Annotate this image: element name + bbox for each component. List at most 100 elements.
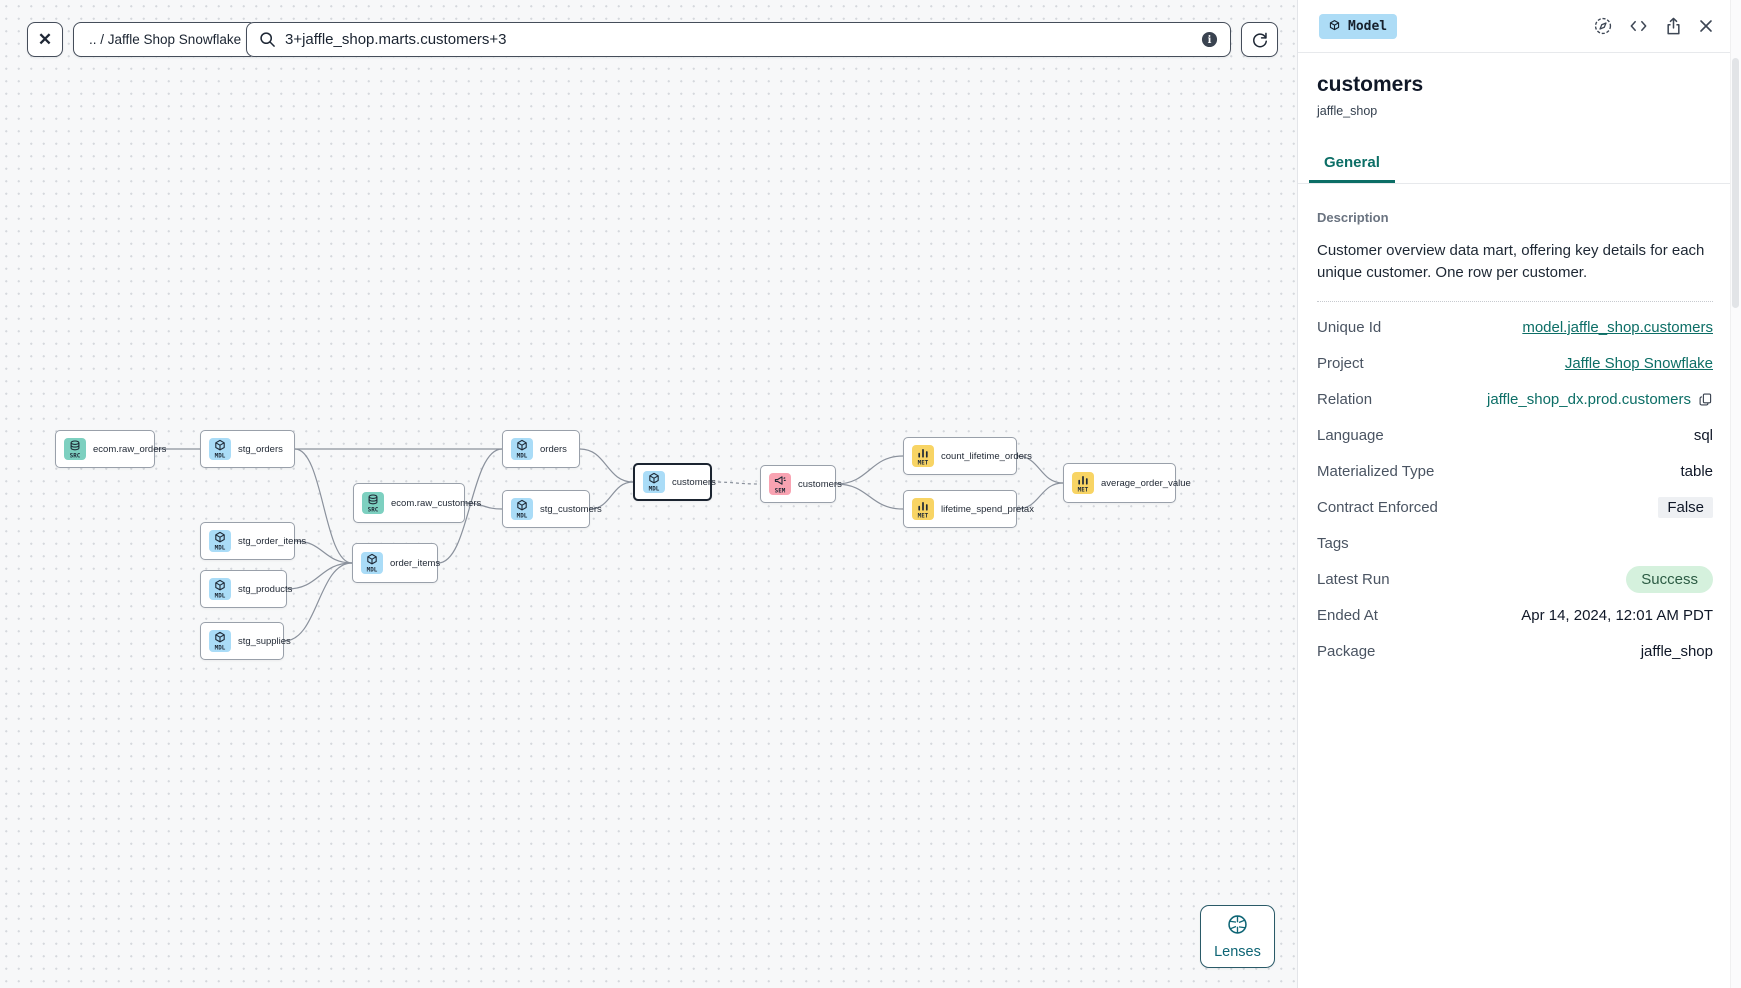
node-count_lifetime_orders[interactable]: MET count_lifetime_orders [903,437,1032,475]
field-label: Relation [1317,391,1373,408]
database-icon: SRC [64,438,86,460]
title-block: customers jaffle_shop [1298,53,1741,118]
lineage-search[interactable]: i [246,22,1231,57]
field-label: Tags [1317,535,1349,552]
node-label: average_order_value [1101,477,1191,489]
node-customers_semantic[interactable]: SEM customers [760,465,842,503]
node-label: customers [672,476,716,488]
field-value[interactable]: model.jaffle_shop.customers [1522,319,1713,336]
edge-customers_model-to-customers_semantic [711,481,761,485]
copy-icon[interactable] [1698,392,1713,407]
code-icon [1628,16,1649,36]
lineage-edges [155,448,1064,642]
svg-text:MET: MET [918,514,929,520]
cube-icon: MDL [511,438,533,460]
bar-chart-icon: MET [912,498,934,520]
close-panel-button[interactable] [1698,18,1714,34]
node-label: ecom.raw_orders [93,443,167,455]
svg-text:MDL: MDL [215,646,226,652]
search-input[interactable] [285,31,1192,48]
breadcrumb[interactable]: .. / Jaffle Shop Snowflake [73,22,258,57]
cube-icon [1327,19,1342,34]
close-lineage-button[interactable]: ✕ [27,22,63,57]
panel-header: Model [1298,0,1741,53]
node-label: ecom.raw_customers [391,497,482,509]
svg-text:MDL: MDL [215,594,226,600]
edge-stg_order_items-to-order_items [294,540,353,564]
field-value: sql [1693,427,1713,444]
lenses-aperture-icon [1226,913,1249,940]
field-value[interactable]: Jaffle Shop Snowflake [1564,355,1713,372]
panel-tabs: General [1298,144,1741,184]
field-label: Project [1317,355,1364,372]
cube-icon: MDL [209,630,231,652]
explore-button[interactable] [1593,16,1613,36]
node-order_items[interactable]: MDL order_items [352,543,441,583]
svg-text:MET: MET [918,461,929,467]
view-code-button[interactable] [1628,16,1649,36]
field-row-relation: Relation jaffle_shop_dx.prod.customers [1317,382,1713,418]
field-label: Materialized Type [1317,463,1435,480]
field-row-unique-id: Unique Id model.jaffle_shop.customers [1317,310,1713,346]
svg-text:MDL: MDL [215,546,226,552]
cube-icon: MDL [209,530,231,552]
field-value[interactable]: jaffle_shop_dx.prod.customers [1487,391,1713,408]
svg-text:SRC: SRC [368,508,379,514]
panel-subtitle: jaffle_shop [1317,104,1378,118]
field-value: Apr 14, 2024, 12:01 AM PDT [1521,607,1713,624]
lenses-button[interactable]: Lenses [1200,905,1275,968]
description-label: Description [1317,210,1389,225]
database-icon: SRC [362,492,384,514]
node-stg_supplies[interactable]: MDL stg_supplies [200,622,291,660]
edge-orders-to-customers_model [579,448,634,483]
node-label: stg_supplies [238,635,291,647]
compass-icon [1593,16,1613,36]
svg-text:SEM: SEM [775,489,786,495]
tab-general[interactable]: General [1309,144,1395,183]
share-button[interactable] [1664,16,1683,36]
node-label: order_items [390,557,441,569]
bar-chart-icon: MET [1072,472,1094,494]
resource-type-badge: Model [1319,13,1398,39]
panel-scrollbar[interactable] [1730,0,1741,988]
field-value: table [1680,463,1713,480]
svg-text:MDL: MDL [367,568,378,574]
node-ecom_raw_orders[interactable]: SRC ecom.raw_orders [55,430,166,468]
edge-stg_orders-to-order_items [294,448,353,564]
field-label: Unique Id [1317,319,1382,336]
bar-chart-icon: MET [912,445,934,467]
refresh-button[interactable] [1241,22,1278,57]
node-label: stg_customers [540,503,602,515]
svg-text:MDL: MDL [215,454,226,460]
cube-icon: MDL [209,578,231,600]
panel-scrollbar-thumb[interactable] [1732,58,1739,308]
info-icon[interactable]: i [1201,31,1218,48]
edge-count_lifetime_orders-to-average_order_value [1016,455,1064,484]
megaphone-icon: SEM [769,473,791,495]
node-label: count_lifetime_orders [941,450,1032,462]
description-text: Customer overview data mart, offering ke… [1317,240,1713,302]
node-label: customers [798,478,842,490]
edge-stg_products-to-order_items [286,562,353,590]
svg-text:SRC: SRC [70,454,81,460]
node-average_order_value[interactable]: MET average_order_value [1063,463,1191,503]
field-value: Success [1626,566,1713,593]
cube-icon: MDL [209,438,231,460]
refresh-icon [1250,30,1269,49]
field-row-materialized-type: Materialized Type table [1317,454,1713,490]
svg-text:i: i [1208,35,1212,46]
edge-ecom_raw_customers-to-stg_customers [464,502,503,510]
edge-customers_semantic-to-lifetime_spend_pretax [835,483,904,510]
node-ecom_raw_customers[interactable]: SRC ecom.raw_customers [353,483,481,523]
